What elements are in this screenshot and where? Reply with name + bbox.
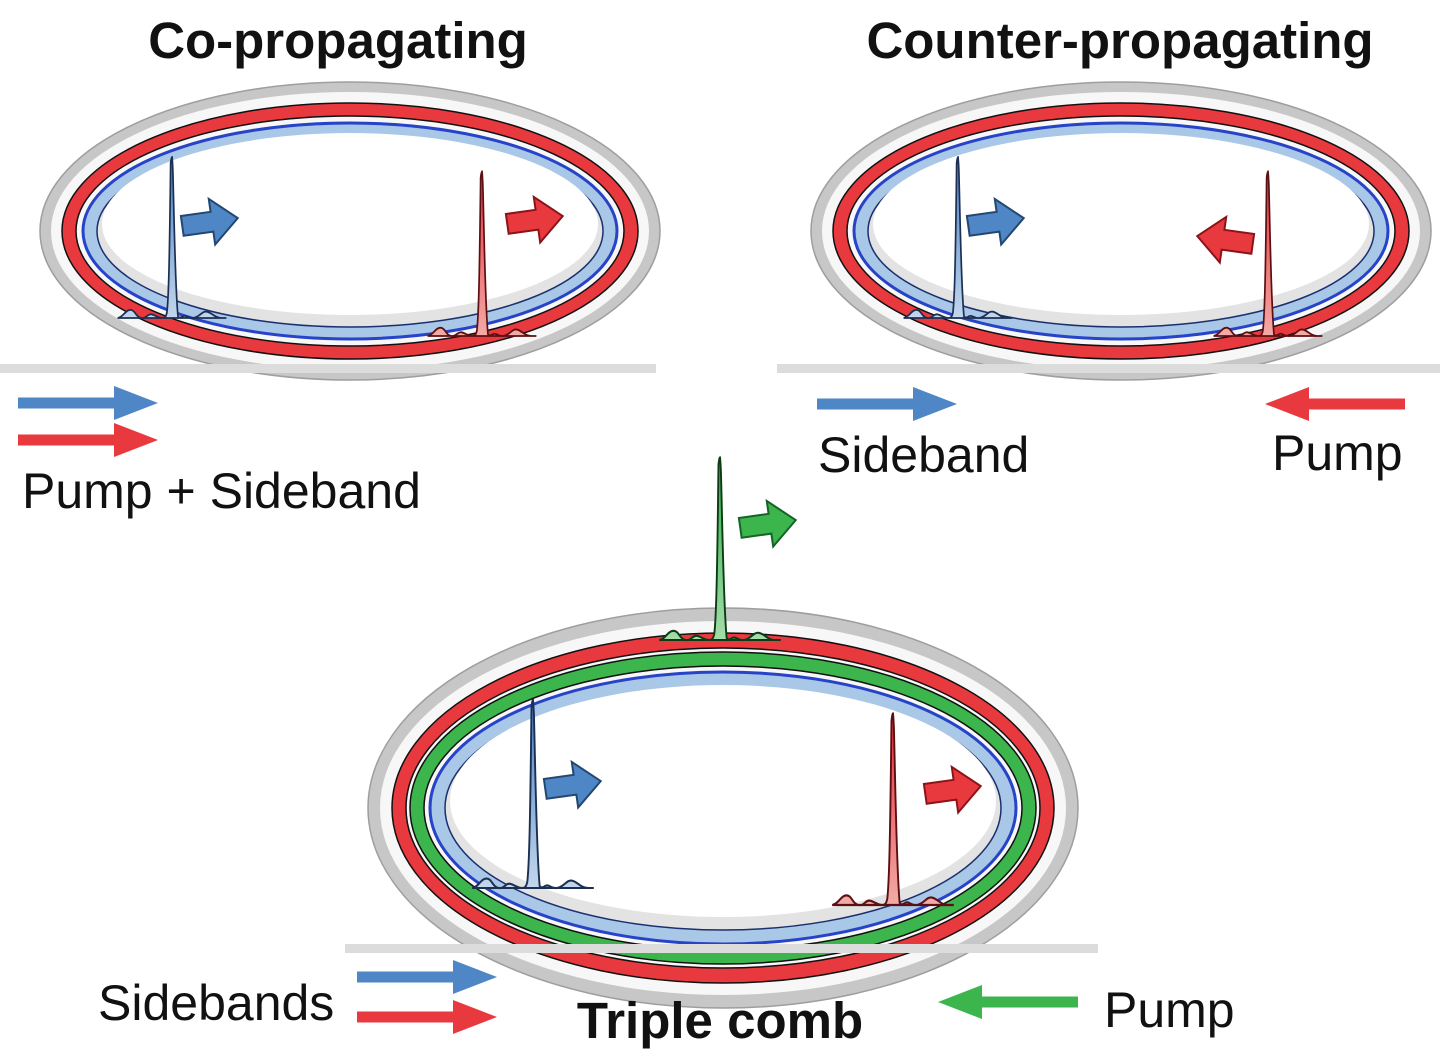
sideband-label-counter: Sideband	[818, 427, 1029, 483]
bus-waveguide-triple	[345, 944, 1098, 953]
microresonator-ring-co	[39, 81, 661, 381]
pump-sideband-label: Pump + Sideband	[22, 463, 421, 519]
blue-sideband-arrow-triple	[357, 960, 497, 994]
red-sideband-arrow-triple	[357, 1000, 497, 1034]
bus-waveguide-co	[0, 364, 656, 373]
panel-counter-propagating: Counter-propagating Sideband Pump	[777, 12, 1440, 483]
green-pulse-direction-arrow-triple	[736, 496, 800, 552]
panel-triple-comb: Sidebands Triple comb Pump	[98, 456, 1235, 1049]
bus-waveguide-counter	[777, 364, 1440, 373]
panel-co-propagating: Co-propagating Pump + Sideband	[0, 12, 661, 519]
blue-input-arrow-co	[18, 386, 158, 420]
ring-interior	[450, 685, 996, 917]
microresonator-ring-counter	[810, 81, 1432, 381]
pump-label-triple: Pump	[1104, 982, 1235, 1038]
red-input-arrow-co	[18, 423, 158, 457]
pump-input-arrow-counter-left	[1265, 387, 1405, 421]
ring-interior	[102, 133, 598, 315]
pump-label-counter: Pump	[1272, 425, 1403, 481]
sidebands-label-triple: Sidebands	[98, 975, 334, 1031]
green-pump-arrow-triple-left	[938, 985, 1078, 1019]
counter-propagating-title: Counter-propagating	[866, 12, 1373, 69]
sideband-input-arrow-counter	[817, 387, 957, 421]
ring-interior	[873, 133, 1369, 315]
triple-comb-title: Triple comb	[577, 992, 863, 1049]
co-propagating-title: Co-propagating	[148, 12, 528, 69]
